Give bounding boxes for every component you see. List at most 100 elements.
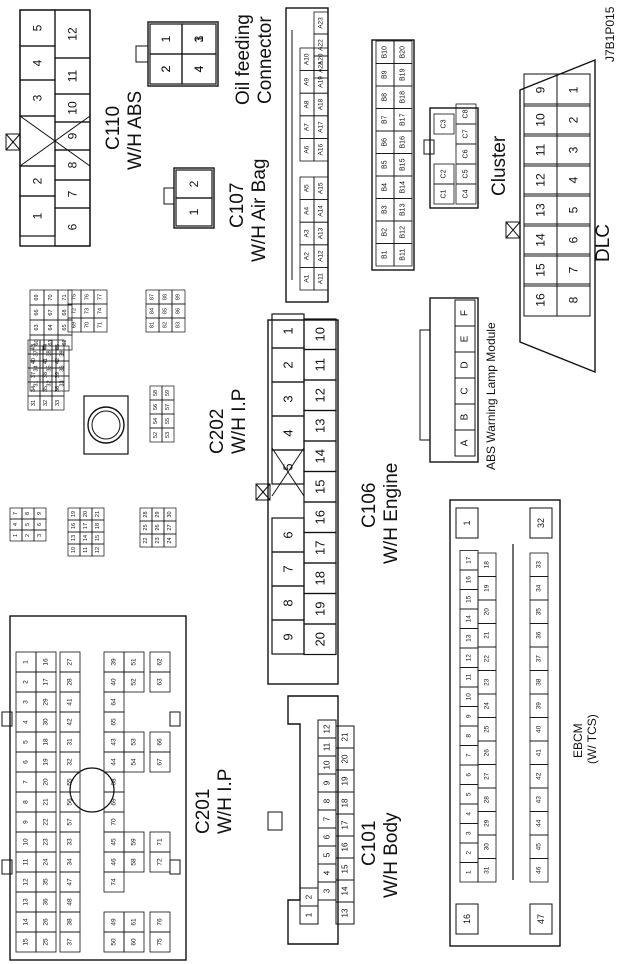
pin-label: C2 [441,169,448,178]
pin-cell [313,55,329,79]
pin-label: 21 [484,631,491,639]
pin-label: 86 [176,308,182,314]
pin-label: 34 [34,365,40,371]
pin-label: A22 [318,39,325,51]
pin-label: 46 [536,866,543,874]
pin-label: 24 [484,702,491,710]
pin-label: 3 [281,395,296,402]
pin-label: 66 [157,738,164,746]
pin-label: 25 [484,725,491,733]
pin-label: A15 [318,182,325,194]
latch-mark [163,187,175,205]
latch-mark [5,133,21,151]
pin-label: 68 [111,778,118,786]
pin-label: 4 [192,65,206,72]
c201-label: C201 [193,788,214,834]
pin-label: 74 [111,878,118,886]
pin-label: 26 [484,749,491,757]
pin-label: 18 [95,523,101,529]
pin-cell [529,507,553,539]
pin-label: 14 [83,535,89,541]
pin-label: 67 [157,758,164,766]
pin-label: 52 [153,432,159,438]
pin-label: 7 [567,266,581,273]
latch-line [5,133,21,151]
pin-label: 6 [281,531,296,538]
pin-label: 73 [85,308,91,314]
pin-label: 27 [67,658,74,666]
pin-label: 28 [143,511,149,517]
pin-label: 4 [323,870,332,875]
latch-mark [169,711,181,727]
pin-cell [123,651,145,673]
pin-label: 1 [159,35,173,42]
pin-cell [556,103,591,137]
pin-label: 1 [462,520,472,525]
pin-label: 43 [536,796,543,804]
pin-label: 32 [536,518,546,528]
pin-label: C6 [463,149,470,158]
figure-id: J7B1P015 [603,6,617,62]
pin-label: 4 [567,176,581,183]
pin-cell [556,133,591,167]
pin-label: 33 [536,561,543,569]
pin-label: 1 [281,327,296,334]
pin-label: B1 [382,250,389,259]
pin-label: A10 [304,53,311,65]
pin-label: 4 [13,523,19,526]
pin-label: 4 [281,429,296,436]
pin-label: 42 [67,718,74,726]
pin-label: 2 [31,177,45,184]
pin-label: 7 [13,512,19,515]
pin-label: 10 [466,693,473,701]
pin-label: 21 [341,732,350,741]
pin-cell [433,163,455,185]
pin-label: B11 [400,249,407,261]
pin-cell [455,507,479,539]
pin-label: 3 [192,35,206,42]
pin-label: 76 [157,918,164,926]
pin-cell [123,831,145,853]
pin-label: 31 [34,380,40,386]
pin-label: 23 [155,537,161,543]
pin-label: 71 [98,322,104,328]
pin-cell [556,73,591,107]
pin-cell [455,903,479,935]
pin-label: 69 [111,798,118,806]
pin-label: 43 [111,738,118,746]
pin-label: A19 [318,76,325,88]
pin-label: B6 [382,138,389,147]
pin-label: 44 [111,758,118,766]
pin-label: 40 [536,725,543,733]
pin-label: 51 [131,658,138,666]
pin-label: 45 [536,843,543,851]
pin-label: 57 [67,818,74,826]
pin-label: 9 [534,86,548,93]
pin-label: 77 [98,294,104,300]
pin-cell [477,552,497,577]
pin-label: 7 [466,753,473,757]
outline [271,447,305,497]
pin-label: 13 [466,634,473,642]
pin-label: 58 [153,390,159,396]
connector-c107: 12 [163,167,215,229]
pin-label: 9 [466,714,473,718]
pin-label: B4 [382,183,389,192]
pin-label: 4 [23,720,30,724]
pin-label: 32 [47,380,53,386]
pin-label: B20 [400,46,407,59]
pin-label: 57 [165,404,171,410]
pin-label: 8 [281,599,296,606]
pin-label: 13 [71,535,77,541]
c201-sublabel: W/H I.P [215,768,236,834]
pin-label: A21 [318,61,325,73]
c110-label: C110 [103,105,124,150]
pin-label: 5 [25,523,31,526]
pin-label: 12 [534,173,548,187]
pin-cell [175,169,213,199]
pin-label: 70 [111,818,118,826]
